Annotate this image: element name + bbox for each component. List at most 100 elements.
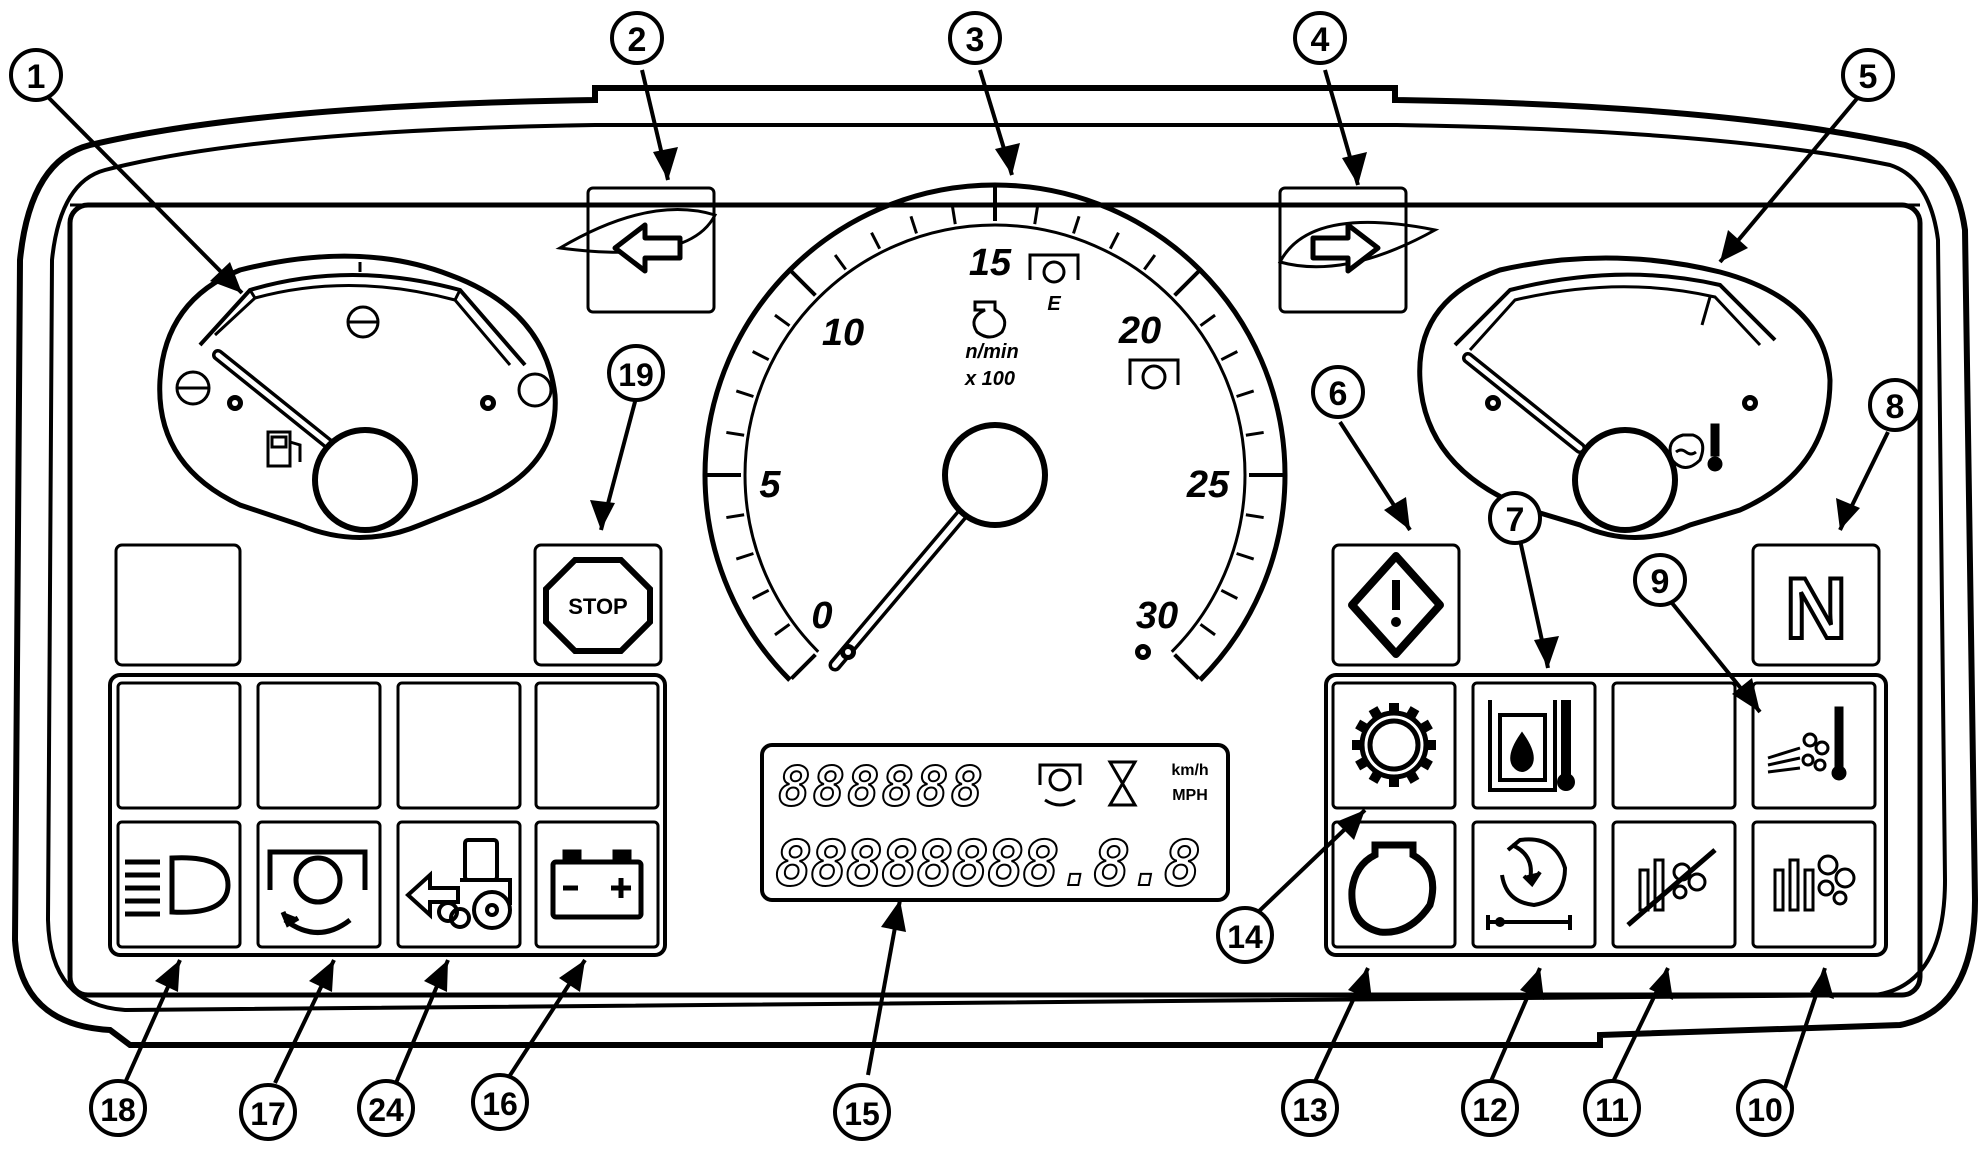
battery-icon xyxy=(550,849,644,920)
callout-10: 10 xyxy=(1736,1079,1794,1137)
preheat-icon xyxy=(1773,854,1856,912)
tach-minor-tick xyxy=(909,215,918,234)
coolant-temperature-gauge xyxy=(1417,255,1833,540)
callout-arrowheads xyxy=(155,143,1860,1000)
svg-text:16: 16 xyxy=(482,1086,518,1122)
stop-indicator: STOP xyxy=(533,543,663,667)
callout-1: 1 xyxy=(9,48,63,102)
svg-text:3: 3 xyxy=(966,21,985,59)
tach-minor-tick xyxy=(1108,231,1120,250)
svg-text:10: 10 xyxy=(1747,1092,1783,1128)
gear-tooth xyxy=(1368,706,1384,722)
coolant-temperature-icon xyxy=(1668,423,1723,472)
callout-19: 19 xyxy=(607,344,665,402)
tach-label-20: 20 xyxy=(1118,310,1161,352)
callout-8: 8 xyxy=(1868,378,1922,432)
tach-minor-tick xyxy=(1245,430,1264,437)
headlight-icon xyxy=(125,855,231,917)
pto-economy-icon xyxy=(1028,253,1080,284)
svg-text:24: 24 xyxy=(368,1092,404,1128)
gear-tooth xyxy=(1355,755,1371,771)
tach-major-tick xyxy=(1173,269,1201,297)
hourglass-icon xyxy=(1107,760,1138,807)
fuel-gauge xyxy=(157,253,558,540)
tachometer: 0 5 10 15 20 25 30 n/min x 100 E xyxy=(702,182,1288,682)
gear-tooth xyxy=(1389,775,1399,787)
gear-tooth xyxy=(1389,703,1399,715)
lcd-row1: 888888 xyxy=(778,755,985,818)
blank-indicator-left-top xyxy=(114,543,242,667)
arrow-right-icon xyxy=(1310,222,1381,274)
pto-economy-letter: E xyxy=(1047,293,1061,315)
tach-minor-tick xyxy=(1245,513,1264,520)
tach-minor-tick xyxy=(1220,350,1239,362)
tach-unit-multiplier: x 100 xyxy=(964,368,1015,390)
svg-text:7: 7 xyxy=(1506,501,1525,539)
svg-text:13: 13 xyxy=(1292,1092,1328,1128)
oil-temperature-icon xyxy=(1488,700,1575,792)
tach-minor-tick xyxy=(833,254,847,271)
warning-diamond-icon xyxy=(1348,552,1444,658)
blank-indicator-4 xyxy=(534,681,660,810)
callout-6: 6 xyxy=(1311,365,1365,419)
callout-13: 13 xyxy=(1281,1079,1339,1137)
gear-tooth xyxy=(1355,719,1371,735)
svg-text:17: 17 xyxy=(250,1096,286,1132)
callout-7: 7 xyxy=(1488,491,1542,545)
rear-pto-icon xyxy=(267,849,368,935)
neutral-label: N xyxy=(1785,561,1847,657)
callout-2: 2 xyxy=(610,11,664,65)
gear-tooth xyxy=(1424,740,1436,750)
svg-text:5: 5 xyxy=(1859,58,1878,96)
tach-minor-tick xyxy=(870,231,882,250)
tachometer-scale-labels: 0 5 10 15 20 25 30 xyxy=(759,242,1230,637)
svg-text:6: 6 xyxy=(1329,375,1348,413)
engine-rpm-icon xyxy=(972,300,1007,339)
callout-24: 24 xyxy=(357,1079,415,1137)
tach-minor-tick xyxy=(1199,623,1216,637)
tachometer-ticks xyxy=(707,187,1283,681)
pto-lcd-icon xyxy=(1038,763,1082,807)
tach-minor-tick xyxy=(1143,254,1157,271)
gear-tooth xyxy=(1368,768,1384,784)
svg-text:4: 4 xyxy=(1311,21,1330,59)
tach-major-tick xyxy=(1173,653,1201,681)
callout-3: 3 xyxy=(948,11,1002,65)
left-turn-indicator xyxy=(555,186,718,314)
tach-label-30: 30 xyxy=(1136,595,1178,637)
svg-text:14: 14 xyxy=(1227,919,1263,955)
gear-icon xyxy=(1359,710,1429,780)
tach-minor-tick xyxy=(1236,552,1255,561)
callout-11: 11 xyxy=(1583,1079,1641,1137)
tach-minor-tick xyxy=(774,313,791,327)
arrow-left-icon xyxy=(612,222,683,274)
svg-text:11: 11 xyxy=(1595,1092,1629,1128)
gear-tooth xyxy=(1352,740,1364,750)
trailer-icon xyxy=(405,838,512,930)
svg-text:18: 18 xyxy=(100,1092,136,1128)
callout-bubbles: 1 2 3 4 5 6 7 8 9 10 11 12 13 14 15 16 2… xyxy=(9,11,1922,1141)
tach-minor-tick xyxy=(774,623,791,637)
gear-tooth xyxy=(1417,719,1433,735)
gear-icon-teeth xyxy=(1352,703,1436,787)
stop-label: STOP xyxy=(568,594,628,619)
blank-indicator-3 xyxy=(396,681,522,810)
callout-14: 14 xyxy=(1216,906,1274,964)
fuel-pump-icon xyxy=(266,430,302,468)
svg-text:9: 9 xyxy=(1651,563,1670,601)
tach-minor-tick xyxy=(1072,215,1081,234)
svg-text:12: 12 xyxy=(1472,1092,1508,1128)
tach-minor-tick xyxy=(735,389,754,398)
gear-tooth xyxy=(1404,768,1420,784)
tach-unit-rpm: n/min xyxy=(965,341,1018,363)
tach-minor-tick xyxy=(1220,588,1239,600)
callout-12: 12 xyxy=(1461,1079,1519,1137)
tach-label-15: 15 xyxy=(969,242,1012,284)
callout-15: 15 xyxy=(833,1083,891,1141)
tach-major-tick xyxy=(789,653,817,681)
tach-minor-tick xyxy=(1033,206,1040,225)
tach-minor-tick xyxy=(1236,389,1255,398)
svg-text:15: 15 xyxy=(844,1096,880,1132)
warning-indicator xyxy=(1331,543,1461,667)
callout-17: 17 xyxy=(239,1083,297,1141)
